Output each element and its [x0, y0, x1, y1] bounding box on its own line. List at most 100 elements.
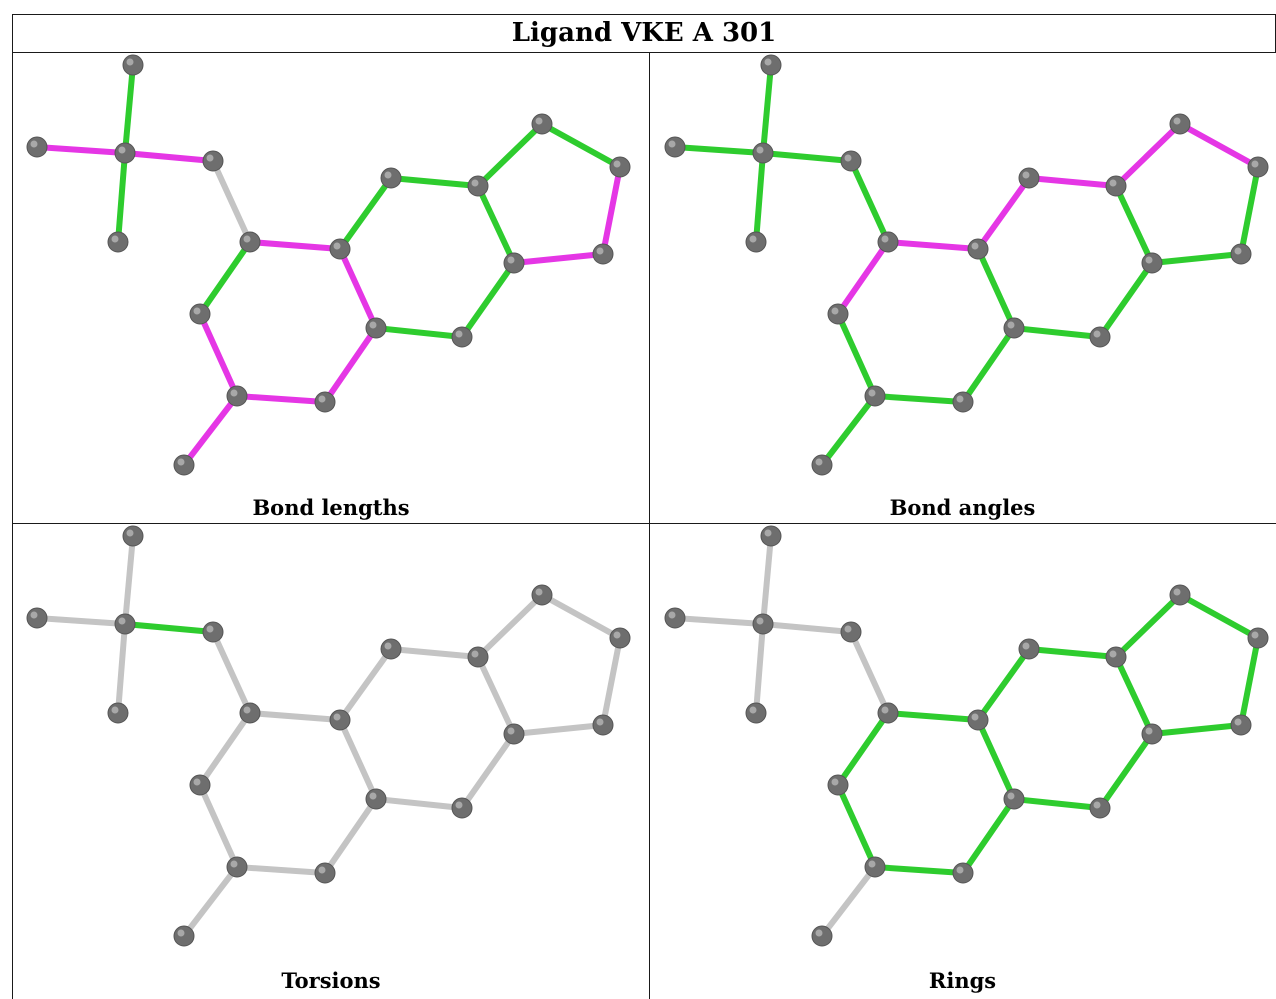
bond-r2-r7 — [975, 175, 1032, 252]
atom-p1 — [1169, 113, 1191, 135]
bond-r5-r6 — [835, 782, 878, 870]
atom-ta — [760, 54, 782, 76]
bond-r5-mx — [819, 393, 878, 468]
atom-highlight — [881, 235, 889, 243]
atom-highlight — [1007, 792, 1015, 800]
atom-highlight — [956, 866, 964, 874]
atom-highlight — [831, 778, 839, 786]
atom-highlight — [1022, 642, 1030, 650]
atom-r4 — [314, 862, 336, 884]
atom-highlight — [971, 713, 979, 721]
atom-highlight — [30, 140, 38, 148]
bond-r8-p1 — [1113, 592, 1183, 660]
atom-highlight — [193, 307, 201, 315]
atom-highlight — [831, 307, 839, 315]
atom-r6 — [827, 774, 849, 796]
bond-c1-m2 — [760, 621, 854, 635]
atom-r5 — [864, 385, 886, 407]
atom-highlight — [318, 395, 326, 403]
bond-r7-r8 — [1026, 175, 1119, 189]
panel-rings: Rings — [650, 524, 1275, 999]
bond-p1-p2 — [539, 121, 623, 170]
bond-ta-c1 — [760, 533, 774, 627]
bond-r1-r2 — [247, 710, 343, 723]
atom-highlight — [764, 529, 772, 537]
bond-r4-r5 — [872, 864, 966, 876]
bond-p2-p3 — [600, 164, 623, 257]
atom-highlight — [177, 929, 185, 937]
atom-r3 — [365, 317, 387, 339]
atom-highlight — [1145, 727, 1153, 735]
atom-p2 — [609, 627, 631, 649]
atom-highlight — [126, 58, 134, 66]
atom-highlight — [756, 146, 764, 154]
atom-highlight — [111, 706, 119, 714]
bond-r9-r10 — [459, 260, 517, 340]
bond-tb-c1 — [115, 621, 128, 716]
bond-m2-r1 — [210, 158, 253, 245]
atom-tb — [107, 702, 129, 724]
caption-torsions: Torsions — [281, 968, 381, 993]
bond-r4-r5 — [234, 864, 328, 876]
atom-m2 — [202, 621, 224, 643]
caption-rings: Rings — [928, 968, 997, 993]
atom-tb — [745, 231, 767, 253]
atom-highlight — [868, 389, 876, 397]
atom-highlight — [596, 718, 604, 726]
atom-highlight — [111, 235, 119, 243]
atom-highlight — [749, 706, 757, 714]
bond-r2-r3 — [337, 717, 379, 802]
atom-r4 — [314, 391, 336, 413]
bond-r3-r4 — [960, 796, 1017, 876]
bond-p1-p2 — [1177, 592, 1261, 641]
atom-r8 — [1105, 646, 1127, 668]
atom-highlight — [844, 625, 852, 633]
atom-r5 — [864, 856, 886, 878]
atom-highlight — [455, 801, 463, 809]
atom-r2 — [967, 709, 989, 731]
bond-r10-r3 — [373, 325, 465, 340]
bond-tb-c1 — [115, 150, 128, 245]
atom-r9 — [1141, 252, 1163, 274]
atom-highlight — [881, 706, 889, 714]
atom-highlight — [471, 179, 479, 187]
bond-r10-r3 — [373, 796, 465, 811]
atom-r3 — [1003, 788, 1025, 810]
bond-r2-r7 — [975, 646, 1032, 723]
atom-r7 — [380, 638, 402, 660]
molecule-diagram-bond-angles — [664, 54, 1269, 476]
atom-ta — [760, 525, 782, 547]
atom-r4 — [952, 391, 974, 413]
bond-r10-r3 — [1011, 325, 1103, 340]
bond-r3-r4 — [322, 796, 379, 876]
bond-r1-r6 — [197, 239, 253, 317]
bond-m1-c1 — [34, 144, 128, 156]
bond-p1-p2 — [1177, 121, 1261, 170]
atom-m1 — [664, 607, 686, 629]
atom-r3 — [365, 788, 387, 810]
bond-c1-m2 — [122, 150, 216, 164]
atom-highlight — [177, 458, 185, 466]
bond-r7-r8 — [1026, 646, 1119, 660]
bond-p1-p2 — [539, 592, 623, 641]
bond-r2-r3 — [337, 246, 379, 331]
atom-mx — [811, 925, 833, 947]
bond-r2-r7 — [337, 646, 394, 723]
atom-mx — [173, 925, 195, 947]
atom-m2 — [840, 621, 862, 643]
atom-r1 — [239, 231, 261, 253]
atom-highlight — [243, 706, 251, 714]
bond-r7-r8 — [388, 646, 481, 660]
bond-r2-r3 — [975, 717, 1017, 802]
atom-m1 — [664, 136, 686, 158]
atom-highlight — [1007, 321, 1015, 329]
bond-r8-r9 — [475, 183, 517, 266]
atom-p3 — [1230, 243, 1252, 265]
bond-r1-r2 — [885, 710, 981, 723]
atom-highlight — [118, 617, 126, 625]
bond-r9-r10 — [1097, 731, 1155, 811]
bond-r5-mx — [181, 393, 240, 468]
atom-highlight — [764, 58, 772, 66]
atom-highlight — [749, 235, 757, 243]
atom-mx — [173, 454, 195, 476]
